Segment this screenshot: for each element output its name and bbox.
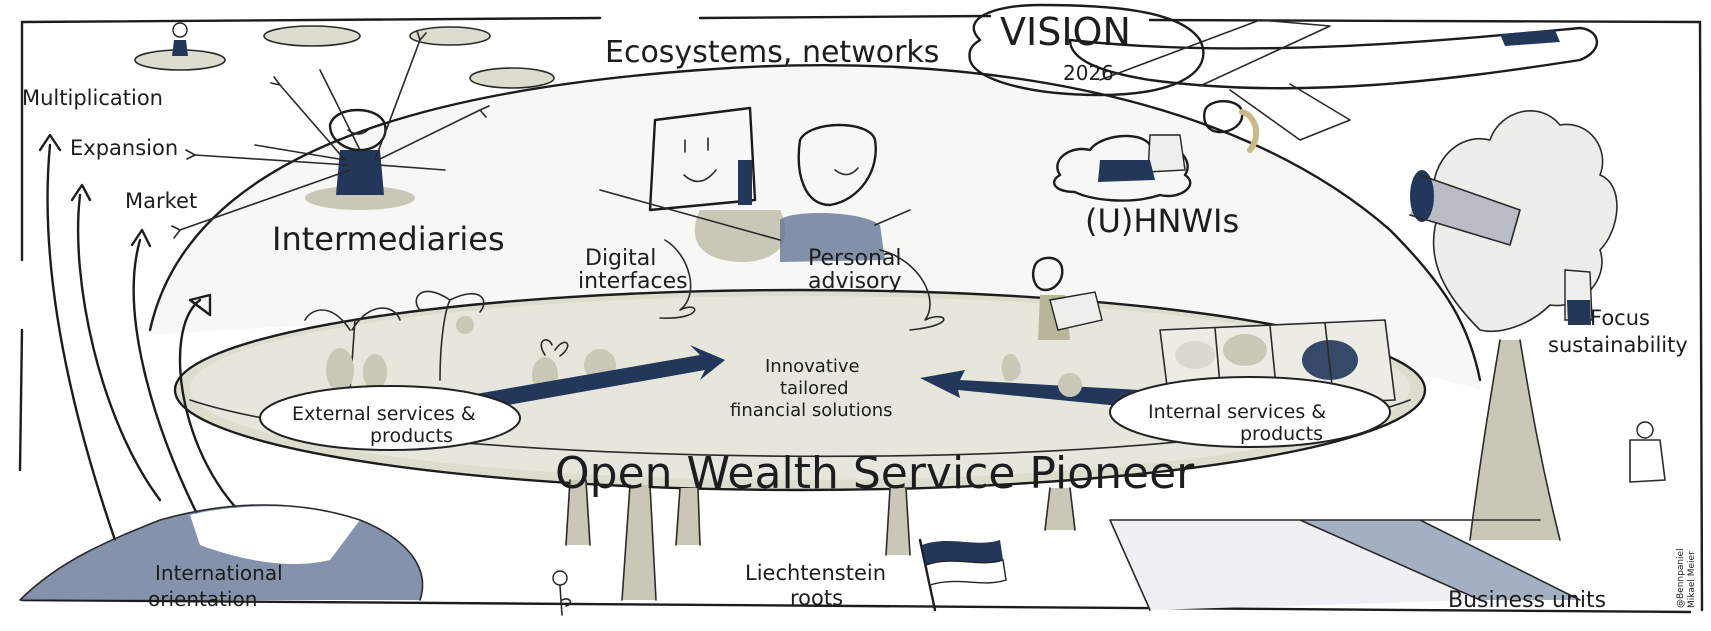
airplane bbox=[1068, 19, 1599, 141]
business-units-label: Business units bbox=[1448, 588, 1606, 613]
external-services-line1: External services & bbox=[292, 403, 476, 425]
digital-interfaces-line1: Digital bbox=[585, 246, 656, 271]
gardener-figure bbox=[1001, 256, 1103, 397]
credit-line2: Mikael Meier bbox=[1687, 551, 1697, 608]
personal-advisory-line2: advisory bbox=[808, 269, 902, 294]
credit-line1: @Bennpaniel bbox=[1676, 548, 1686, 608]
innovative-line2: tailored bbox=[780, 378, 849, 399]
table-arrows bbox=[470, 345, 1140, 410]
digital-personal-figures bbox=[599, 106, 911, 262]
uhnwis-label: (U)HNWIs bbox=[1085, 202, 1239, 240]
focus-line1: Focus bbox=[1590, 306, 1650, 330]
intermediaries-label: Intermediaries bbox=[272, 220, 505, 258]
internal-services-line1: Internal services & bbox=[1148, 401, 1326, 423]
flower bbox=[552, 570, 572, 616]
innovative-line1: Innovative bbox=[765, 356, 860, 377]
digital-interfaces-line2: interfaces bbox=[578, 269, 688, 294]
sketch-frame bbox=[18, 14, 1704, 614]
intermediaries-figure bbox=[171, 30, 490, 239]
vision-word: VISION bbox=[1000, 10, 1131, 54]
liechtenstein-line2: roots bbox=[790, 586, 843, 610]
business-unit-fields bbox=[1109, 421, 1666, 611]
internal-services-line2: products bbox=[1240, 423, 1323, 445]
table-legs bbox=[565, 479, 1076, 601]
expansion-label: Expansion bbox=[70, 136, 178, 160]
uhnwi-cloud-figure bbox=[1053, 100, 1260, 202]
international-line2: orientation bbox=[148, 587, 257, 611]
floating-platforms bbox=[134, 22, 555, 89]
speech-bubbles bbox=[259, 3, 1391, 451]
international-line1: International bbox=[155, 561, 283, 585]
liechtenstein-flag bbox=[918, 538, 1007, 612]
focus-line2: sustainability bbox=[1548, 333, 1688, 357]
liechtenstein-line1: Liechtenstein bbox=[745, 561, 886, 585]
artist-credit: @Bennpaniel Mikael Meier bbox=[1676, 548, 1697, 608]
personal-advisory-line1: Personal bbox=[808, 246, 902, 271]
market-label: Market bbox=[125, 189, 197, 213]
growth-arrows bbox=[38, 133, 262, 542]
world-map-blob bbox=[19, 504, 424, 601]
external-services-line2: products bbox=[370, 425, 453, 447]
main-title: Open Wealth Service Pioneer bbox=[555, 448, 1195, 499]
vision-year: 2026 bbox=[1063, 61, 1114, 85]
innovative-line3: financial solutions bbox=[730, 400, 893, 421]
ecosystems-title: Ecosystems, networks bbox=[605, 35, 939, 70]
multiplication-label: Multiplication bbox=[22, 86, 163, 110]
telescope-tree bbox=[1409, 110, 1618, 541]
